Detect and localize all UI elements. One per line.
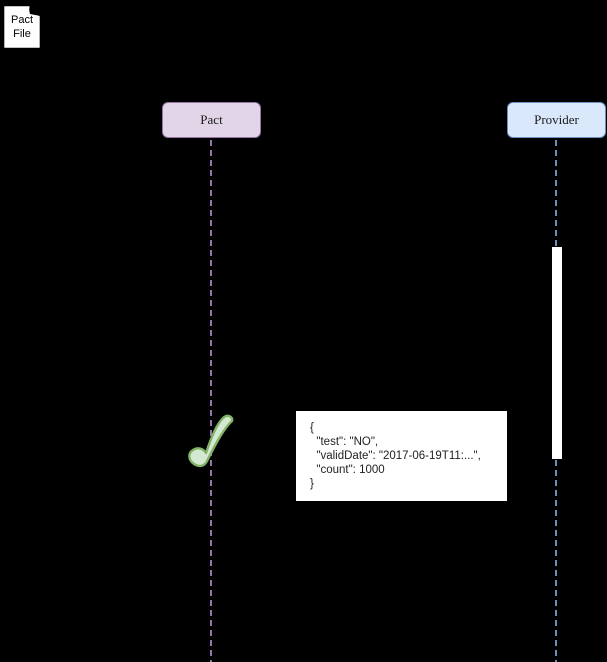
pact-file-note-label: Pact File <box>10 14 33 40</box>
participant-provider-label: Provider <box>534 112 579 127</box>
note-shape-icon <box>2 4 42 50</box>
lifeline-pact <box>210 140 212 662</box>
participant-pact-label: Pact <box>200 112 223 127</box>
json-payload-box: { "test": "NO", "validDate": "2017-06-19… <box>296 411 507 501</box>
activation-bar-provider <box>552 247 562 459</box>
pact-file-note: Pact File <box>2 4 42 50</box>
json-payload-text: { "test": "NO", "validDate": "2017-06-19… <box>310 422 481 490</box>
participant-provider: Provider <box>507 102 606 138</box>
checkmark-icon <box>188 414 234 468</box>
participant-pact: Pact <box>162 102 261 138</box>
